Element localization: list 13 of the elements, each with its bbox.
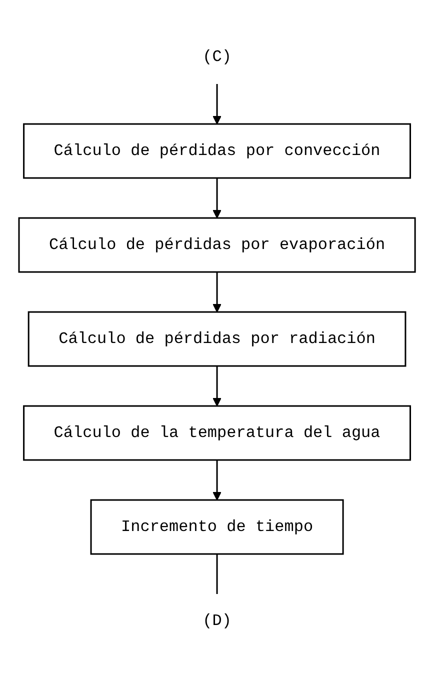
node-box: Incremento de tiempo [90, 498, 344, 554]
node-box: Cálculo de pérdidas por evaporación [18, 216, 416, 272]
node-box: Cálculo de pérdidas por radiación [28, 310, 407, 366]
node-box: Cálculo de pérdidas por convección [24, 122, 412, 178]
node-text: (D) [203, 612, 232, 630]
arrow [213, 272, 222, 312]
arrow [213, 366, 222, 406]
arrow [213, 178, 222, 218]
node-box: Cálculo de la temperatura del agua [24, 404, 412, 460]
node-text: (C) [203, 48, 232, 66]
arrow [213, 460, 222, 500]
arrow [213, 84, 222, 124]
connector [216, 554, 218, 594]
